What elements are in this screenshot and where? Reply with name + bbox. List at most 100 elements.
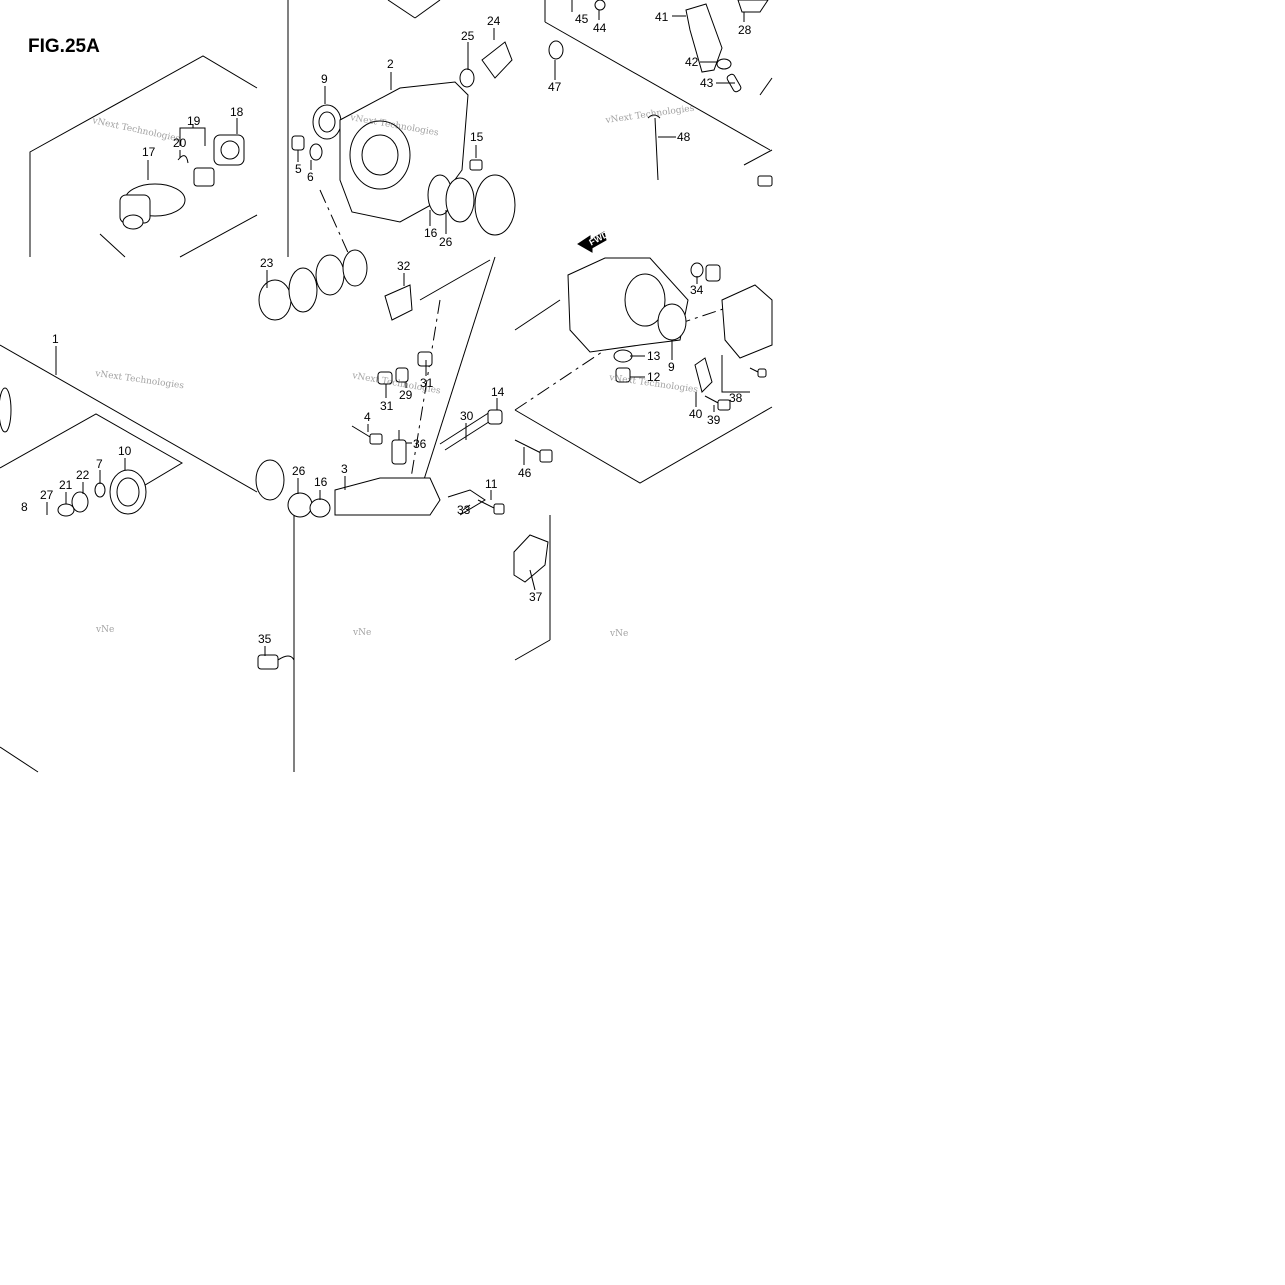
- callout-2: 2: [387, 57, 394, 71]
- part-right-housing-shape: [567, 257, 689, 353]
- callout-31: 31: [420, 376, 434, 390]
- callout-9: 9: [668, 360, 675, 374]
- part-41-shape: [685, 3, 723, 73]
- callout-34: 34: [690, 283, 704, 297]
- callout-47: 47: [548, 80, 562, 94]
- callout-20: 20: [173, 136, 187, 150]
- part-44-shape: [594, 0, 606, 11]
- callout-8: 8: [21, 500, 28, 514]
- callout-33: 33: [457, 503, 471, 517]
- part-36-shape: [391, 430, 407, 465]
- callout-14: 14: [491, 385, 505, 399]
- callout-39: 39: [707, 413, 721, 427]
- figure-title: FIG.25A: [28, 36, 100, 57]
- callout-17: 17: [142, 145, 156, 159]
- part-14-30-shape: [439, 409, 503, 451]
- callout-32: 32: [397, 259, 411, 273]
- part-47-shape: [548, 40, 564, 60]
- part-22-shape: [71, 491, 89, 513]
- part-3-shape: [334, 477, 441, 516]
- callout-38: 38: [729, 391, 743, 405]
- part-9-shape: [312, 104, 342, 140]
- part-1-edge-shape: [0, 387, 12, 433]
- part-32-shape: [384, 284, 413, 321]
- watermark-text: vNext Technologies: [90, 116, 181, 145]
- part-24-shape: [481, 41, 513, 79]
- callout-31: 31: [380, 399, 394, 413]
- callout-22: 22: [76, 468, 90, 482]
- part-29-31-shape: [377, 351, 433, 385]
- part-16-26-shape: [427, 174, 516, 236]
- part-23-shape: [258, 249, 368, 321]
- fwd-arrow: FWD: [577, 229, 611, 253]
- part-26b-16b-shape: [255, 459, 331, 518]
- callout-26: 26: [292, 464, 306, 478]
- callout-18: 18: [230, 105, 244, 119]
- part-17-shape: [119, 183, 186, 230]
- part-46-shape: [514, 439, 553, 463]
- callout-16: 16: [314, 475, 328, 489]
- callout-29: 29: [399, 388, 413, 402]
- callout-36: 36: [413, 437, 427, 451]
- callout-10: 10: [118, 444, 132, 458]
- callout-9: 9: [321, 72, 328, 86]
- part-34-shape: [705, 264, 721, 282]
- part-10-shape: [109, 469, 147, 515]
- callout-6: 6: [307, 170, 314, 184]
- part-21-shape: [57, 503, 75, 517]
- callout-5: 5: [295, 162, 302, 176]
- callout-1: 1: [52, 332, 59, 346]
- part-5-shape: [291, 135, 305, 151]
- watermark-partial: vNe: [609, 629, 628, 639]
- callout-35: 35: [258, 632, 272, 646]
- callout-23: 23: [260, 256, 274, 270]
- callout-28: 28: [738, 23, 752, 37]
- watermark-partial: vNe: [352, 628, 371, 638]
- callout-12: 12: [647, 370, 661, 384]
- callout-16: 16: [424, 226, 438, 240]
- part-right-edge-bolt-shape: [757, 175, 773, 187]
- callout-26: 26: [439, 235, 453, 249]
- part-18-19-20-shape: [177, 134, 245, 187]
- part-25-shape: [459, 68, 475, 88]
- callout-46: 46: [518, 466, 532, 480]
- part-6-shape: [309, 143, 323, 161]
- part-7-shape: [94, 482, 106, 498]
- watermark-partial: vNe: [95, 625, 114, 635]
- part-12-shape: [615, 367, 631, 383]
- watermark-text: vNext Technologies: [604, 104, 695, 127]
- callout-44: 44: [593, 21, 607, 35]
- callout-21: 21: [59, 478, 73, 492]
- callout-19: 19: [187, 114, 201, 128]
- callout-13: 13: [647, 349, 661, 363]
- watermark-text: vNext Technologies: [94, 369, 185, 392]
- part-48-shape: [647, 114, 661, 181]
- callout-15: 15: [470, 130, 484, 144]
- part-28-shape: [737, 0, 769, 13]
- part-37-shape: [513, 534, 549, 583]
- callout-4: 4: [364, 410, 371, 424]
- part-4-shape: [351, 425, 383, 445]
- callout-11: 11: [485, 477, 498, 491]
- callout-45: 45: [575, 12, 589, 26]
- part-15-shape: [469, 159, 483, 171]
- callout-40: 40: [689, 407, 703, 421]
- callout-48: 48: [677, 130, 691, 144]
- part-small-bolt-shape: [749, 367, 767, 378]
- callout-3: 3: [341, 462, 348, 476]
- callout-41: 41: [655, 10, 669, 24]
- part-42-shape: [716, 58, 732, 70]
- callout-25: 25: [461, 29, 475, 43]
- parts-art: [0, 0, 773, 670]
- part-38-shape: [721, 284, 773, 359]
- callout-43: 43: [700, 76, 714, 90]
- part-11-shape: [477, 499, 505, 515]
- callout-42: 42: [685, 55, 699, 69]
- callout-27: 27: [40, 488, 54, 502]
- part-35-shape: [257, 654, 295, 670]
- callout-24: 24: [487, 14, 501, 28]
- part-39-shape: [704, 395, 731, 411]
- part-34-washer-shape: [690, 262, 704, 278]
- fwd-label: FWD: [587, 229, 610, 248]
